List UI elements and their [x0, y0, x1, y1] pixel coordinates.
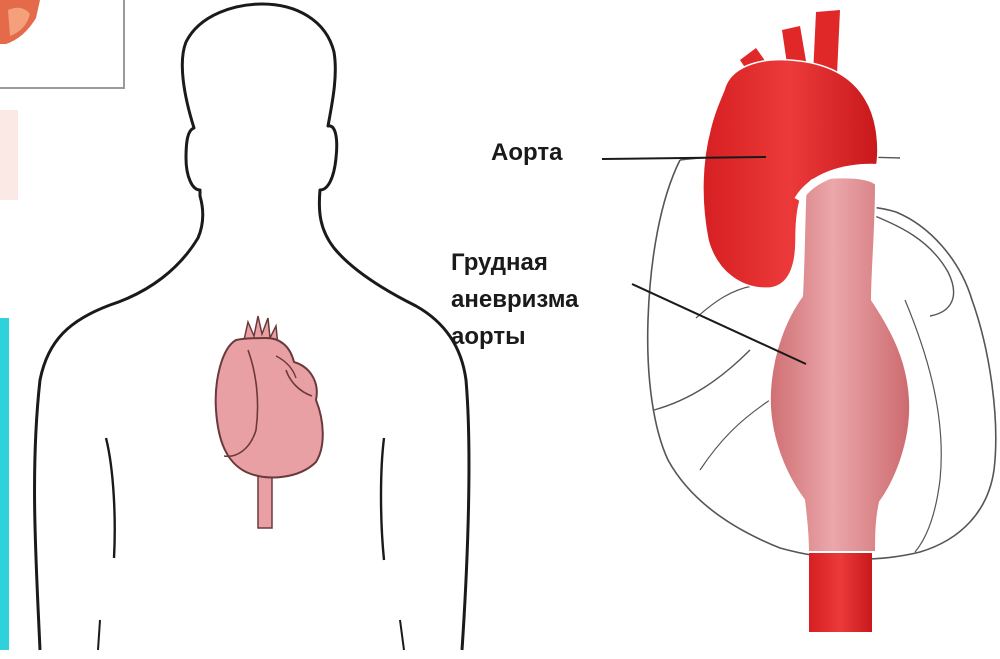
- descending-aorta: [809, 548, 872, 632]
- left-arm-crease: [106, 438, 115, 558]
- aorta-label: Аорта: [491, 139, 562, 167]
- aneurysm-label-line-1: Грудная: [451, 244, 578, 281]
- edge-smudge: [0, 110, 18, 200]
- left-atrium-edge: [870, 214, 954, 316]
- aneurysm-label: Грудная аневризма аорты: [451, 244, 578, 355]
- right-arm-edge: [400, 620, 404, 650]
- heart-groove-4: [696, 286, 752, 318]
- aneurysm-leader-line: [632, 284, 806, 364]
- heart-groove-1: [654, 350, 750, 410]
- aneurysm-label-line-2: аневризма: [451, 281, 578, 318]
- inset-thumbnail: [0, 0, 124, 88]
- heart-groove-3: [905, 300, 941, 552]
- heart-groove-2: [700, 400, 770, 470]
- left-arm-edge: [98, 620, 100, 650]
- aneurysm-label-line-3: аорты: [451, 318, 578, 355]
- right-arm-crease: [381, 438, 384, 560]
- body-silhouette: [35, 4, 469, 650]
- accent-bar: [0, 318, 9, 650]
- small-heart: [216, 316, 323, 528]
